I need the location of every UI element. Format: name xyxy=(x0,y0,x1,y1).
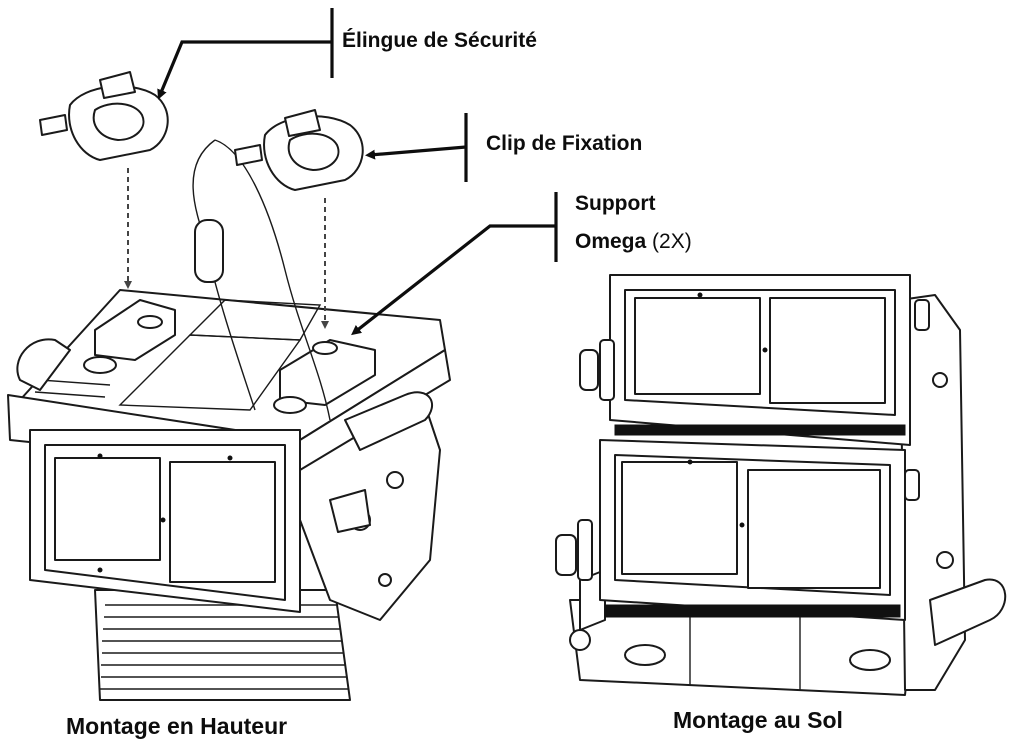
bracket-label-name: Omega xyxy=(575,230,647,253)
clamp-right xyxy=(234,109,364,191)
callout-bracket-leader xyxy=(351,192,558,336)
floor-fixture xyxy=(555,274,1007,696)
callout-safety-cable-leader xyxy=(157,8,334,100)
cable-ferrule xyxy=(194,219,224,283)
bracket-quantity-note: (2X) xyxy=(652,230,692,253)
hanging-mount-caption: Montage en Hauteur xyxy=(66,713,288,739)
heat-sink xyxy=(94,589,351,701)
omega-bracket-left xyxy=(83,299,176,374)
carry-handle xyxy=(344,391,434,451)
omega-bracket-right xyxy=(273,339,376,414)
clamp-label: Clip de Fixation xyxy=(486,132,643,155)
safety-cable-label: Élingue de Sécurité xyxy=(342,29,537,52)
bracket-label-line1: Support xyxy=(575,192,656,215)
bracket-label-line2: Omega (2X) xyxy=(575,230,692,254)
hanging-fixture xyxy=(7,289,451,701)
clamp-left xyxy=(39,71,169,161)
floor-mount-caption: Montage au Sol xyxy=(673,707,843,733)
callout-clamp-leader xyxy=(365,113,468,182)
